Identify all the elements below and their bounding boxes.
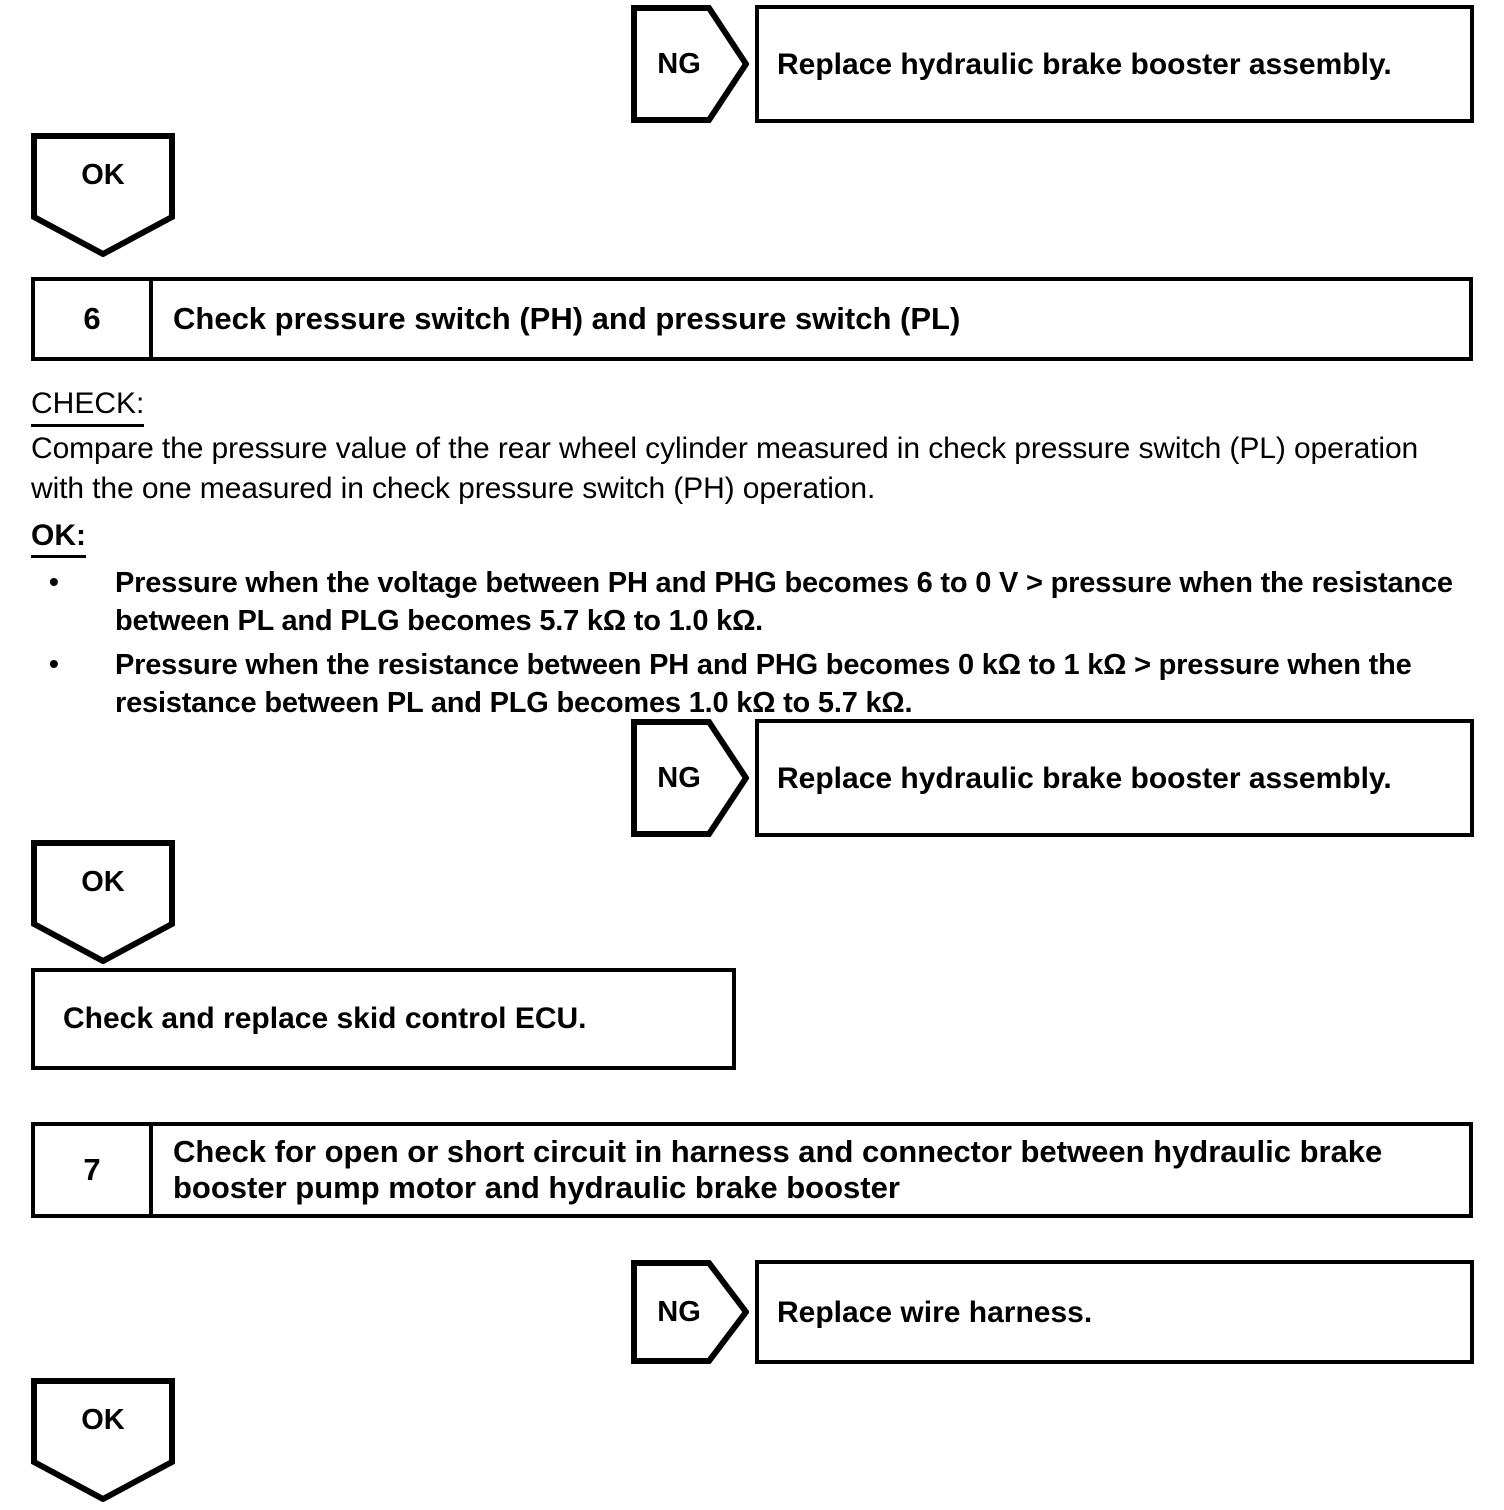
ng-action-box-1: Replace hydraulic brake booster assembly… — [755, 5, 1474, 123]
ng-arrow-shape-2: NG — [631, 719, 749, 837]
ng-arrow-shape-3: NG — [631, 1260, 749, 1364]
check-text-block: CHECK: Compare the pressure value of the… — [31, 386, 1473, 727]
ok-branch-label-2: OK — [81, 865, 125, 898]
ng-arrow-shape-1: NG — [631, 5, 749, 123]
ok-branch-label-3: OK — [81, 1403, 125, 1436]
ng-action-text-3: Replace wire harness. — [777, 1295, 1093, 1329]
ng-branch-row-2: NG Replace hydraulic brake booster assem… — [631, 719, 1474, 837]
ok-pentagon-icon — [31, 840, 175, 964]
ok-pentagon-icon — [31, 1378, 175, 1502]
bullet-marker-icon: • — [49, 566, 59, 598]
ng-branch-row-1: NG Replace hydraulic brake booster assem… — [631, 5, 1474, 123]
ok-criteria-list: • Pressure when the voltage between PH a… — [31, 564, 1473, 722]
ok-heading: OK: — [31, 518, 86, 559]
check-heading: CHECK: — [31, 386, 145, 427]
result-box-skid-control-ecu: Check and replace skid control ECU. — [31, 968, 736, 1070]
ok-criteria-item-1: • Pressure when the voltage between PH a… — [31, 564, 1473, 641]
bullet-marker-icon: • — [49, 647, 59, 679]
step-box-7: 7 Check for open or short circuit in har… — [31, 1122, 1473, 1218]
ok-pentagon-icon — [31, 133, 175, 257]
ng-action-text-2: Replace hydraulic brake booster assembly… — [777, 761, 1392, 795]
ok-heading-wrap: OK: — [31, 518, 1473, 559]
ok-criteria-text-1: Pressure when the voltage between PH and… — [115, 567, 1453, 638]
check-heading-wrap: CHECK: — [31, 386, 1473, 427]
ok-connector-3: OK — [31, 1378, 175, 1502]
result-box-text: Check and replace skid control ECU. — [63, 1002, 587, 1035]
ng-action-text-1: Replace hydraulic brake booster assembly… — [777, 47, 1392, 81]
step-number-6: 6 — [35, 281, 153, 357]
ng-branch-label-2: NG — [657, 761, 701, 794]
check-body-text: Compare the pressure value of the rear w… — [31, 431, 1419, 506]
ng-action-box-3: Replace wire harness. — [755, 1260, 1474, 1364]
ok-connector-1: OK — [31, 133, 175, 257]
step-title-6: Check pressure switch (PH) and pressure … — [173, 300, 961, 336]
ok-branch-label-1: OK — [81, 158, 125, 191]
ng-action-box-2: Replace hydraulic brake booster assembly… — [755, 719, 1474, 837]
step-box-6: 6 Check pressure switch (PH) and pressur… — [31, 277, 1473, 361]
ng-branch-label-3: NG — [657, 1295, 701, 1328]
step-number-7: 7 — [35, 1126, 153, 1214]
ng-branch-row-3: NG Replace wire harness. — [631, 1260, 1474, 1364]
ok-criteria-item-2: • Pressure when the resistance between P… — [31, 646, 1473, 723]
ok-connector-2: OK — [31, 840, 175, 964]
ng-arrow-icon — [631, 1260, 749, 1364]
ok-criteria-text-2: Pressure when the resistance between PH … — [115, 648, 1412, 719]
ng-arrow-icon — [631, 5, 749, 123]
step-title-7: Check for open or short circuit in harne… — [173, 1133, 1383, 1205]
ng-branch-label-1: NG — [657, 47, 701, 80]
ng-arrow-icon — [631, 719, 749, 837]
